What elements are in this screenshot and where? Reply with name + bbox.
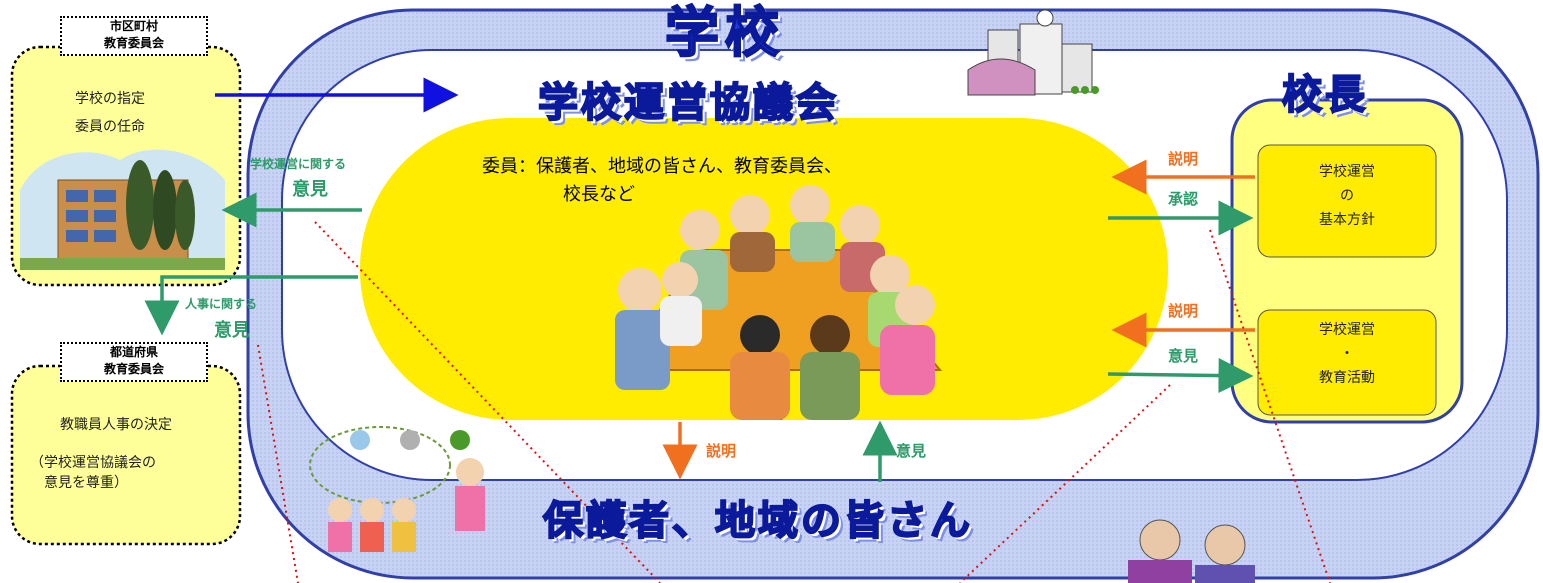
label-explain-2: 説明	[1168, 302, 1199, 320]
label-opinion-school-small: 学校運営に関する	[250, 157, 347, 171]
municipal-line-1: 学校の指定	[75, 91, 145, 107]
activity-line-3: 教育活動	[1319, 370, 1375, 386]
title-council: 学校運営協議会	[537, 79, 839, 127]
label-opinion-school-big: 意見	[292, 179, 328, 200]
label-approve: 承認	[1168, 190, 1199, 208]
label-opinion-personnel-small: 人事に関する	[185, 297, 258, 311]
meeting-illustration	[615, 185, 943, 420]
prefecture-header-line-1: 都道府県	[109, 345, 158, 359]
prefecture-header-line-2: 教育委員会	[103, 362, 164, 376]
policy-box-text: 学校運営 の 基本方針	[1258, 160, 1436, 232]
label-opinion-bottom: 意見	[896, 442, 927, 460]
school-building-icon	[967, 9, 1099, 96]
members-line-1: 委員：保護者、地域の皆さん、教育委員会、	[482, 156, 842, 177]
municipal-header-line-1: 市区町村	[109, 19, 158, 33]
elderly-illustration	[1128, 519, 1255, 583]
activity-box	[1257, 309, 1437, 416]
prefecture-header: 都道府県 教育委員会	[60, 342, 208, 382]
activity-line-2: ・	[1340, 346, 1354, 362]
title-school: 学校	[664, 1, 785, 65]
arrow-opinion-personnel	[144, 275, 358, 336]
policy-line-2: の	[1340, 188, 1354, 204]
policy-line-3: 基本方針	[1319, 212, 1375, 228]
municipal-header: 市区町村 教育委員会	[60, 16, 208, 56]
activity-line-1: 学校運営	[1319, 322, 1375, 338]
label-explain-1: 説明	[1168, 150, 1199, 168]
arrow-opinion-2	[1107, 358, 1254, 394]
policy-line-1: 学校運営	[1319, 164, 1375, 180]
red-dotted-lines	[257, 221, 1331, 583]
municipal-line-2: 委員の任命	[75, 119, 145, 135]
title-parents: 保護者、地域の皆さん	[542, 497, 973, 545]
label-opinion-personnel-big: 意見	[214, 320, 250, 341]
school-building-illustration	[20, 149, 225, 270]
label-explain-bottom: 説明	[706, 442, 737, 460]
activity-box-text: 学校運営 ・ 教育活動	[1258, 318, 1436, 390]
prefecture-line-3: 意見を尊重）	[30, 475, 128, 491]
members-line-2: 校長など	[563, 184, 635, 205]
community-illustration	[309, 426, 485, 552]
title-principal: 校長	[1281, 71, 1368, 119]
policy-box	[1257, 144, 1437, 258]
municipal-header-line-2: 教育委員会	[103, 36, 164, 50]
prefecture-line-2: （学校運営協議会の	[30, 455, 156, 471]
prefecture-line-1: 教職員人事の決定	[60, 417, 172, 433]
label-opinion-2: 意見	[1168, 347, 1199, 365]
